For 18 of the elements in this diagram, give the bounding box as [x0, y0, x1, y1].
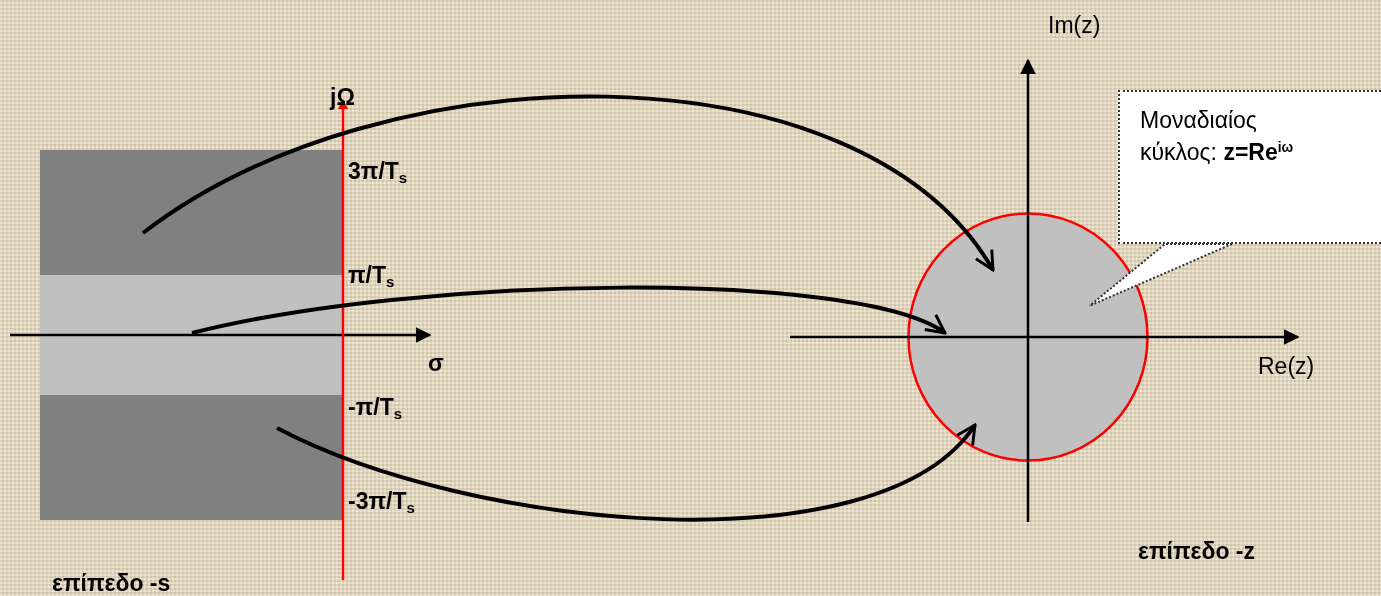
- plane-title: επίπεδο -s: [52, 572, 171, 595]
- dark-strip: [40, 150, 342, 275]
- mapping-arrow: [191, 285, 947, 335]
- mapping-arrow: [141, 94, 995, 272]
- dark-strip: [40, 395, 342, 520]
- mapping-arrow: [276, 423, 977, 522]
- axis-label: σ: [428, 352, 444, 375]
- plane-title: επίπεδο -z: [1138, 540, 1255, 563]
- axis-label: Im(z): [1048, 14, 1101, 37]
- callout-pointer: [1088, 243, 1233, 307]
- axis-label: jΩ: [330, 86, 355, 109]
- axis-label: Re(z): [1258, 355, 1315, 378]
- tick-label: π/T$_{s}$: [348, 264, 395, 291]
- tick-label: -3π/T$_{s}$: [348, 490, 415, 517]
- tick-label: -π/T$_{s}$: [348, 396, 403, 423]
- tick-label: 3π/T$_{s}$: [348, 160, 408, 187]
- callout-text: Μοναδιαίος κύκλος: z=Re$^{iω}$: [1140, 106, 1295, 168]
- light-strip: [40, 275, 342, 395]
